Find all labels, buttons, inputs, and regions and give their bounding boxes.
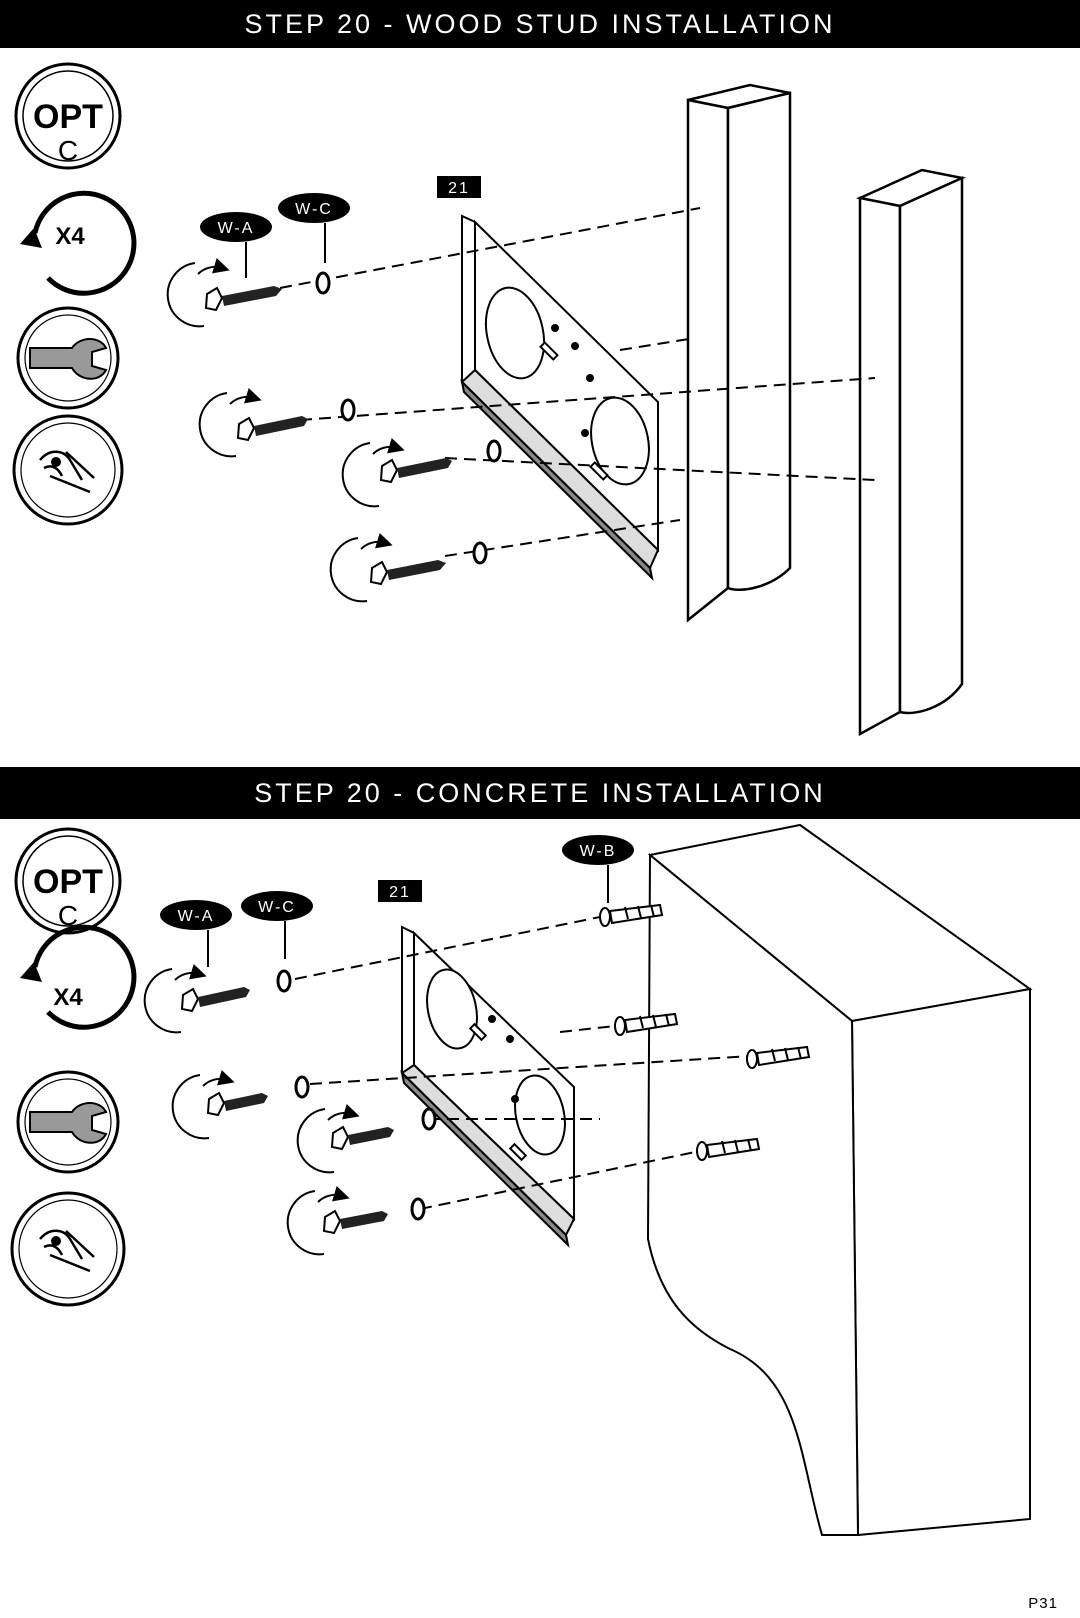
alignment-lines [294,916,751,1210]
callout-w-c: W-C [241,891,313,959]
svg-text:W-B: W-B [580,843,617,860]
wood-stud-front [686,83,792,623]
svg-text:W-A: W-A [218,220,255,237]
wood-stud-back [855,168,967,737]
svg-text:OPT: OPT [33,98,103,136]
lag-screw [171,1070,310,1140]
wood-stud-diagram: OPT C X4 [12,62,967,737]
part-21-label: 21 [448,180,470,197]
part-21-label: 21 [389,884,411,901]
svg-text:W-A: W-A [178,908,215,925]
callout-w-a: W-A [160,900,232,967]
lag-screw [143,964,292,1034]
opt-c-icon: OPT C [14,827,122,935]
concrete-diagram: OPT C X4 21 [10,823,1033,1537]
hand-tighten-icon [10,1191,126,1307]
repeat-x4-icon: X4 [20,190,137,296]
svg-text:OPT: OPT [33,863,103,901]
svg-text:W-C: W-C [295,201,333,218]
callout-w-b: W-B [562,835,634,903]
part-21-box [437,176,481,198]
lag-screw [341,438,502,508]
wall-anchor [696,1137,761,1161]
svg-text:C: C [58,900,78,931]
wood-stud-step-title: STEP 20 - WOOD STUD INSTALLATION [0,0,1080,48]
lag-screw [296,1104,437,1174]
callout-w-c: W-C [278,193,350,263]
concrete-wall [646,823,1033,1537]
wall-anchor [599,903,664,927]
svg-text:C: C [58,135,78,166]
wall-plate [460,214,660,582]
wall-anchor [614,1012,679,1036]
page-number: P31 [1028,1595,1058,1612]
lag-screw [286,1186,426,1256]
opt-c-icon: OPT C [14,62,122,170]
svg-text:W-C: W-C [258,899,296,916]
hand-tighten-icon [12,414,124,526]
lag-screw [329,533,488,603]
wall-plate [400,925,576,1249]
svg-text:X4: X4 [55,223,85,250]
lag-screw [166,258,331,328]
wall-anchor [746,1045,811,1069]
wrench-icon [16,306,120,410]
lag-screw [198,388,356,458]
part-21-box [378,880,422,902]
svg-text:X4: X4 [53,984,83,1011]
repeat-x4-icon: X4 [20,924,137,1030]
wrench-icon [16,1070,120,1174]
concrete-step-title: STEP 20 - CONCRETE INSTALLATION [0,767,1080,819]
callout-w-a: W-A [200,212,272,278]
